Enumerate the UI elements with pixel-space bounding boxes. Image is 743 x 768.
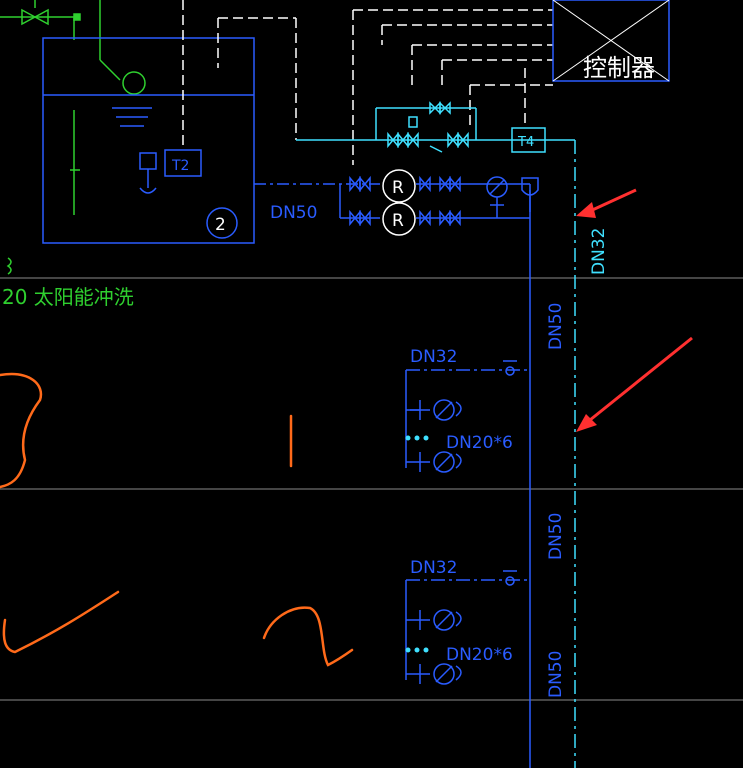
floor1-dn32-label: DN32	[410, 347, 457, 367]
t4-label: T4	[517, 135, 534, 150]
floor1-branch	[405, 360, 530, 473]
floor2-dn20-label: DN20*6	[446, 645, 513, 665]
main-dn50-label: DN50	[270, 203, 317, 223]
tank-number-label: 2	[215, 215, 226, 235]
floor2-branch	[405, 570, 530, 685]
orange-markings	[0, 372, 354, 667]
solar-flush-label: 20 太阳能冲洗	[2, 285, 134, 309]
pump-r-lower: R	[392, 211, 404, 231]
control-wiring	[182, 0, 553, 165]
riser-dn32-label: DN32	[589, 228, 609, 275]
pump-r-upper: R	[392, 178, 404, 198]
pump-group	[339, 175, 539, 768]
floor2-dn32-label: DN32	[410, 558, 457, 578]
controller-label: 控制器	[583, 54, 655, 82]
floor1-dn20-label: DN20*6	[446, 433, 513, 453]
return-line	[296, 101, 576, 768]
floor3-dn50-label: DN50	[546, 651, 566, 698]
floor2-dn50-label: DN50	[546, 513, 566, 560]
water-tank	[42, 37, 380, 244]
floor-lines	[0, 277, 743, 701]
red-arrows	[576, 188, 693, 432]
floor1-dn50-label: DN50	[546, 303, 566, 350]
controller-box	[552, 0, 670, 82]
floor1-dots	[405, 435, 429, 441]
green-supply	[0, 0, 146, 275]
floor2-dots	[405, 647, 429, 653]
pump-circles	[382, 169, 416, 236]
tank-t2-label: T2	[171, 158, 189, 174]
